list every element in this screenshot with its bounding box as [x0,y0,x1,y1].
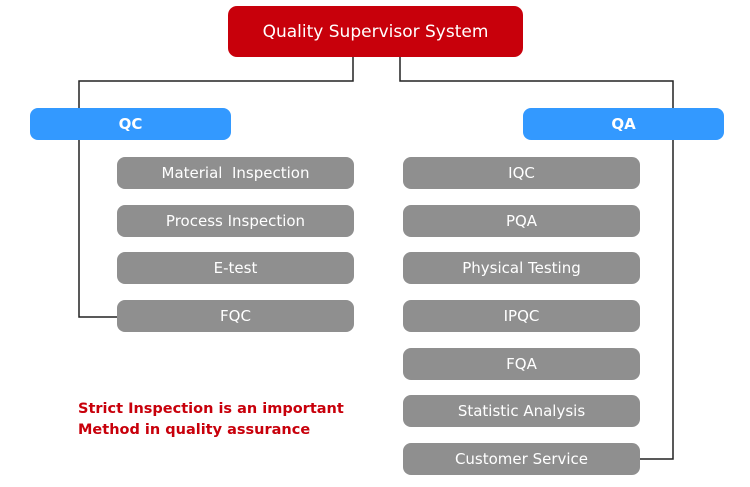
qa-item-ipqc: IPQC [403,300,640,332]
note-line-2: Method in quality assurance [78,422,311,438]
qa-item-iqc: IQC [403,157,640,189]
root-node: Quality Supervisor System [228,6,523,57]
root-label: Quality Supervisor System [262,21,489,42]
connector-root-qa [399,57,674,108]
branch-qc-label: QC [118,115,143,133]
connector-qc-spine [78,140,117,318]
note-text: Strict Inspection is an important Method… [78,399,344,441]
note-line-1: Strict Inspection is an important [78,401,344,417]
qc-item-material-inspection: Material Inspection [117,157,354,189]
qc-item-e-test: E-test [117,252,354,284]
qc-item-process-inspection: Process Inspection [117,205,354,237]
qa-item-fqa: FQA [403,348,640,380]
connector-root-qc [78,57,354,108]
branch-qc: QC [30,108,231,140]
qc-item-fqc: FQC [117,300,354,332]
qa-item-statistic-analysis: Statistic Analysis [403,395,640,427]
qa-item-pqa: PQA [403,205,640,237]
branch-qa-label: QA [611,115,636,133]
branch-qa: QA [523,108,724,140]
connector-qa-spine [640,140,674,460]
qa-item-customer-service: Customer Service [403,443,640,475]
qa-item-physical-testing: Physical Testing [403,252,640,284]
